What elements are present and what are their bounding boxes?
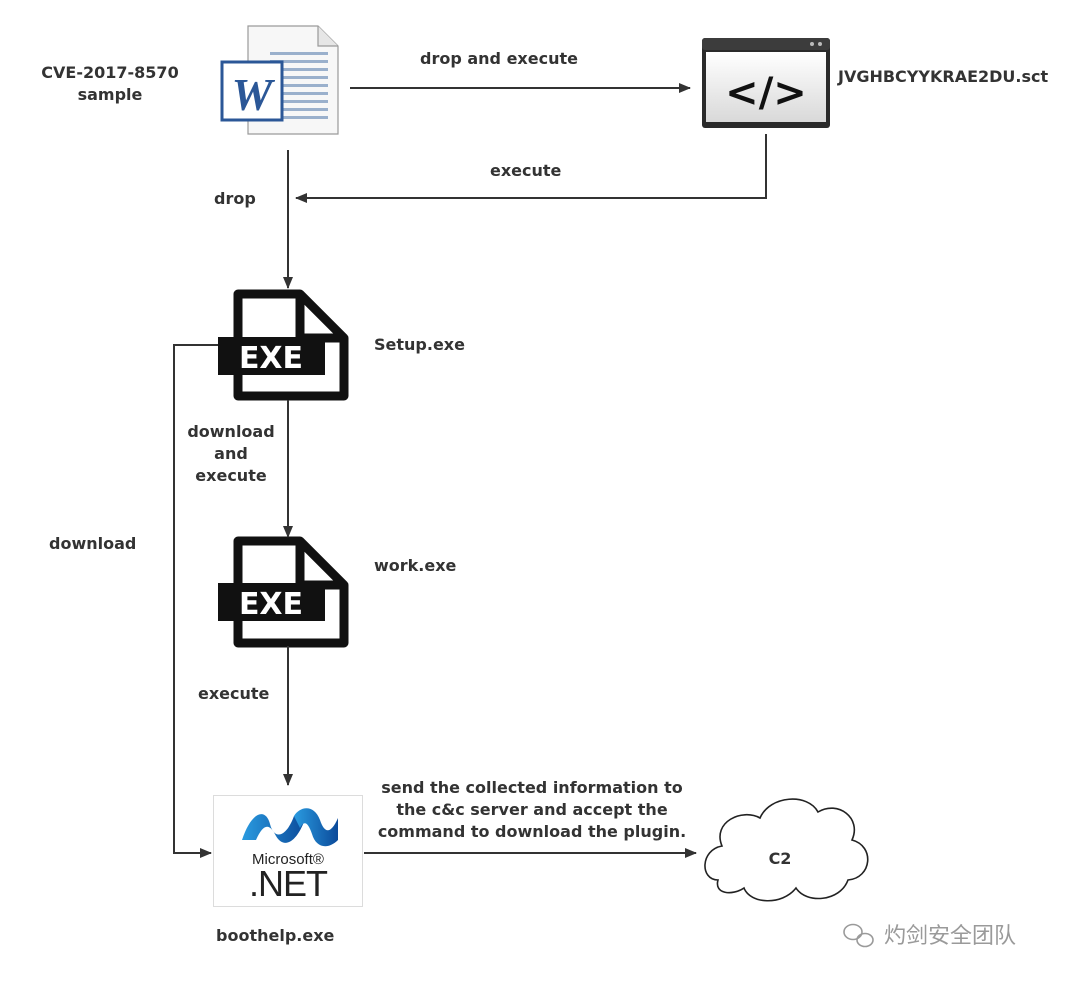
sample-label-line1: CVE-2017-8570: [41, 63, 179, 82]
svg-text:EXE: EXE: [239, 341, 303, 376]
code-window-icon: </>: [702, 38, 830, 128]
edge-label-execute-work: execute: [198, 684, 270, 703]
arrow-setup-to-boothelp: [173, 344, 218, 858]
c2-cloud-shape: [704, 798, 869, 902]
edge-label-drop: drop: [214, 189, 256, 208]
edge-label-download: download: [49, 534, 137, 553]
watermark-text: 灼剑安全团队: [884, 924, 1017, 949]
edge-label-send-info: send the collected information to the c&…: [352, 777, 712, 843]
boothelp-exe-label: boothelp.exe: [216, 926, 335, 945]
work-exe-label: work.exe: [374, 556, 457, 575]
edge-label-line: execute: [195, 466, 267, 485]
c2-label: C2: [768, 849, 792, 868]
setup-exe-icon: EXE: [218, 289, 349, 401]
edge-label-line: command to download the plugin.: [377, 822, 687, 841]
edge-label-execute-sct: execute: [490, 161, 562, 180]
work-exe-icon: EXE: [218, 536, 349, 648]
arrow-sct-to-sample: [295, 134, 767, 203]
wechat-icon: [843, 923, 874, 948]
edge-label-line: and: [214, 444, 248, 463]
edge-label-line: download: [187, 422, 275, 441]
svg-text:</>: </>: [725, 70, 807, 116]
sample-label-line2: sample: [77, 85, 143, 104]
svg-text:W: W: [232, 69, 276, 120]
dotnet-wave-icon: [242, 808, 338, 847]
edge-label-drop-and-execute: drop and execute: [420, 49, 578, 68]
setup-exe-label: Setup.exe: [374, 335, 465, 354]
watermark: 灼剑安全团队: [848, 924, 1016, 950]
svg-text:EXE: EXE: [239, 587, 303, 622]
sct-label: JVGHBCYYKRAE2DU.sct: [838, 67, 1049, 86]
edge-label-line: the c&c server and accept the: [396, 800, 668, 819]
dotnet-logo: Microsoft® .NET: [213, 795, 363, 907]
edge-label-download-and-execute: download and execute: [172, 421, 290, 487]
dotnet-product-text: .NET: [248, 863, 328, 904]
sample-label: CVE-2017-8570 sample: [20, 62, 200, 106]
edge-label-line: send the collected information to: [381, 778, 683, 797]
word-document-icon: W: [220, 25, 339, 135]
dotnet-brand-text: Microsoft®: [252, 851, 324, 868]
